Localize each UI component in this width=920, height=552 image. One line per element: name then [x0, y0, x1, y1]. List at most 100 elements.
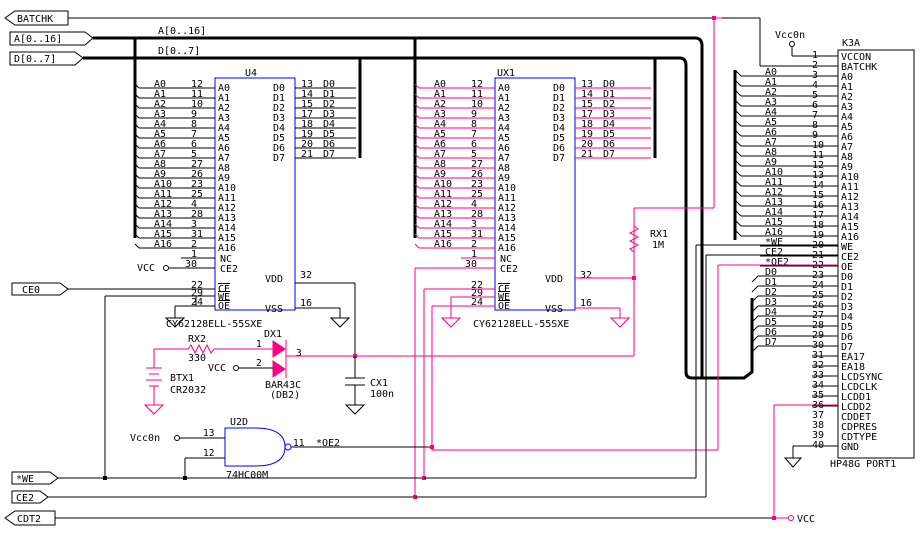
u4-addr-label: A10: [154, 179, 172, 190]
k3a-pin-name: D5: [841, 322, 853, 333]
u2d-nand-gate: U2D 74HC00M Vcc0n 13 12 11 *OE2: [130, 264, 838, 481]
u4-nc-pin-name: NC: [220, 254, 232, 265]
ux1-ctrl-pin-number: 24: [471, 297, 483, 308]
ux1-addr-bus-entry: [414, 173, 420, 179]
u4-ctrl-pin-number: 24: [191, 297, 203, 308]
ux1-addr-pin-name: A11: [498, 193, 516, 204]
u4-ctrl-pin-name: OE: [218, 301, 230, 312]
ux1-data-label: D7: [603, 149, 615, 160]
ux1-addr-label: A4: [434, 119, 446, 130]
addr-bus-label: A[0..16]: [158, 26, 206, 37]
ux1-ref: UX1: [497, 68, 515, 79]
k3a-data-bus-entry: [751, 325, 759, 333]
k3a-pin-name: A9: [841, 162, 853, 173]
k3a-pin-name: A7: [841, 142, 853, 153]
u4-addr-pin-name: A7: [218, 153, 230, 164]
u2d-net-out: *OE2: [316, 438, 340, 449]
btx1-battery: BTX1 CR2032: [143, 367, 206, 415]
u4-addr-bus-entry: [134, 213, 140, 219]
u4-addr-label: A8: [154, 159, 166, 170]
u4-vcc-label: VCC: [137, 263, 155, 274]
ux1-addr-label: A10: [434, 179, 452, 190]
k3a-pin-name: OE: [841, 262, 853, 273]
k3a-data-bus-entry: [751, 305, 759, 313]
u4-addr-pin-number: 26: [191, 169, 203, 180]
ux1-addr-pin-number: 10: [471, 99, 483, 110]
ux1-addr-pin-name: A12: [498, 203, 516, 214]
k3a-pin-name: BATCHK: [841, 62, 877, 73]
u4-vdd-pin-number: 32: [300, 270, 312, 281]
k3a-pin-name: CDDET: [841, 412, 871, 423]
cdt2-vcc-label: VCC: [797, 514, 815, 525]
u4-addr-pin-number: 2: [191, 239, 197, 250]
k3a-pin-name: D0: [841, 272, 853, 283]
ux1-data-pin-name: D3: [553, 113, 565, 124]
u4-addr-bus-entry: [134, 153, 140, 159]
ux1-addr-pin-number: 4: [471, 199, 477, 210]
k3a-pin-name: D6: [841, 332, 853, 343]
k3a-data-bus-entry: [751, 345, 759, 353]
ux1-addr-label: A14: [434, 219, 452, 230]
ux1-nc-pin-number: 1: [471, 249, 477, 260]
u4-data-label: D5: [323, 129, 335, 140]
k3a-pin-name: A6: [841, 132, 853, 143]
k3a-wire-label: A13: [765, 197, 783, 208]
ux1-addr-bus-entry: [414, 233, 420, 239]
k3a-pin-number: 37: [812, 410, 824, 421]
data-bus: D[0..7]: [83, 46, 744, 380]
rx1-resistor: RX1 1M: [628, 225, 668, 280]
k3a-data-bus-entry: [751, 335, 759, 343]
k3a-pin-name: A8: [841, 152, 853, 163]
port-ce0: _CE0: [11, 282, 69, 296]
u4-data-label: D2: [323, 99, 335, 110]
u4-addr-label: A7: [154, 149, 166, 160]
u4-data-pin-name: D5: [273, 133, 285, 144]
k3a-pin-name: CE2: [841, 252, 859, 263]
ux1-vdd-pin-name: VDD: [545, 274, 563, 285]
ux1-addr-bus-entry: [414, 133, 420, 139]
u4-addr-pin-number: 27: [191, 159, 203, 170]
ux1-addr-label: A1: [434, 89, 446, 100]
dx1-pin1: 1: [256, 339, 262, 350]
u4-data-pin-number: 15: [301, 99, 313, 110]
ux1-ctrl-pin-number: 22: [471, 280, 483, 291]
k3a-wire-label: D2: [765, 287, 777, 298]
u4-addr-pin-name: A10: [218, 183, 236, 194]
k3a-pin-name: EA17: [841, 352, 865, 363]
k3a-wire-label: D4: [765, 307, 777, 318]
k3a-wire-label: A5: [765, 117, 777, 128]
ux1-data-pin-name: D5: [553, 133, 565, 144]
k3a-pin-name: A15: [841, 222, 859, 233]
ux1-addr-pin-name: A3: [498, 113, 510, 124]
u2d-value: 74HC00M: [226, 470, 268, 481]
k3a-pin-name: A10: [841, 172, 859, 183]
u4-vss-pin-number: 16: [300, 298, 312, 309]
ux1-addr-bus-entry: [414, 153, 420, 159]
u4-addr-bus-entry: [134, 93, 140, 99]
ux1-addr-pin-name: A6: [498, 143, 510, 154]
k3a-addr-bus-entry: [734, 89, 742, 97]
k3a-data-bus-entry: [751, 295, 759, 303]
k3a-wire-label: A15: [765, 217, 783, 228]
dx1-vcc-label: VCC: [208, 363, 226, 374]
k3a-pin-name: A1: [841, 82, 853, 93]
u4-value: CY62128ELL-55SXE: [166, 319, 262, 330]
ux1-data-pin-name: D2: [553, 103, 565, 114]
k3a-addr-bus-entry: [734, 139, 742, 147]
ux1-addr-pin-number: 3: [471, 219, 477, 230]
u4-addr-pin-number: 31: [191, 229, 203, 240]
k3a-addr-bus-entry: [734, 79, 742, 87]
k3a-pin-name: A14: [841, 212, 859, 223]
ux1-addr-bus-entry: [414, 193, 420, 199]
ux1-data-pin-name: D4: [553, 123, 565, 134]
ux1-data-pin-number: 19: [581, 129, 593, 140]
u4-addr-label: A6: [154, 139, 166, 150]
dx1-pin3: 3: [296, 348, 302, 359]
k3a-pin-name: A0: [841, 72, 853, 83]
u4-data-label: D4: [323, 119, 335, 130]
u4-addr-bus-entry: [134, 203, 140, 209]
u4-vdd-pin-name: VDD: [265, 274, 283, 285]
port-ce0-label: _CE0: [16, 285, 40, 296]
